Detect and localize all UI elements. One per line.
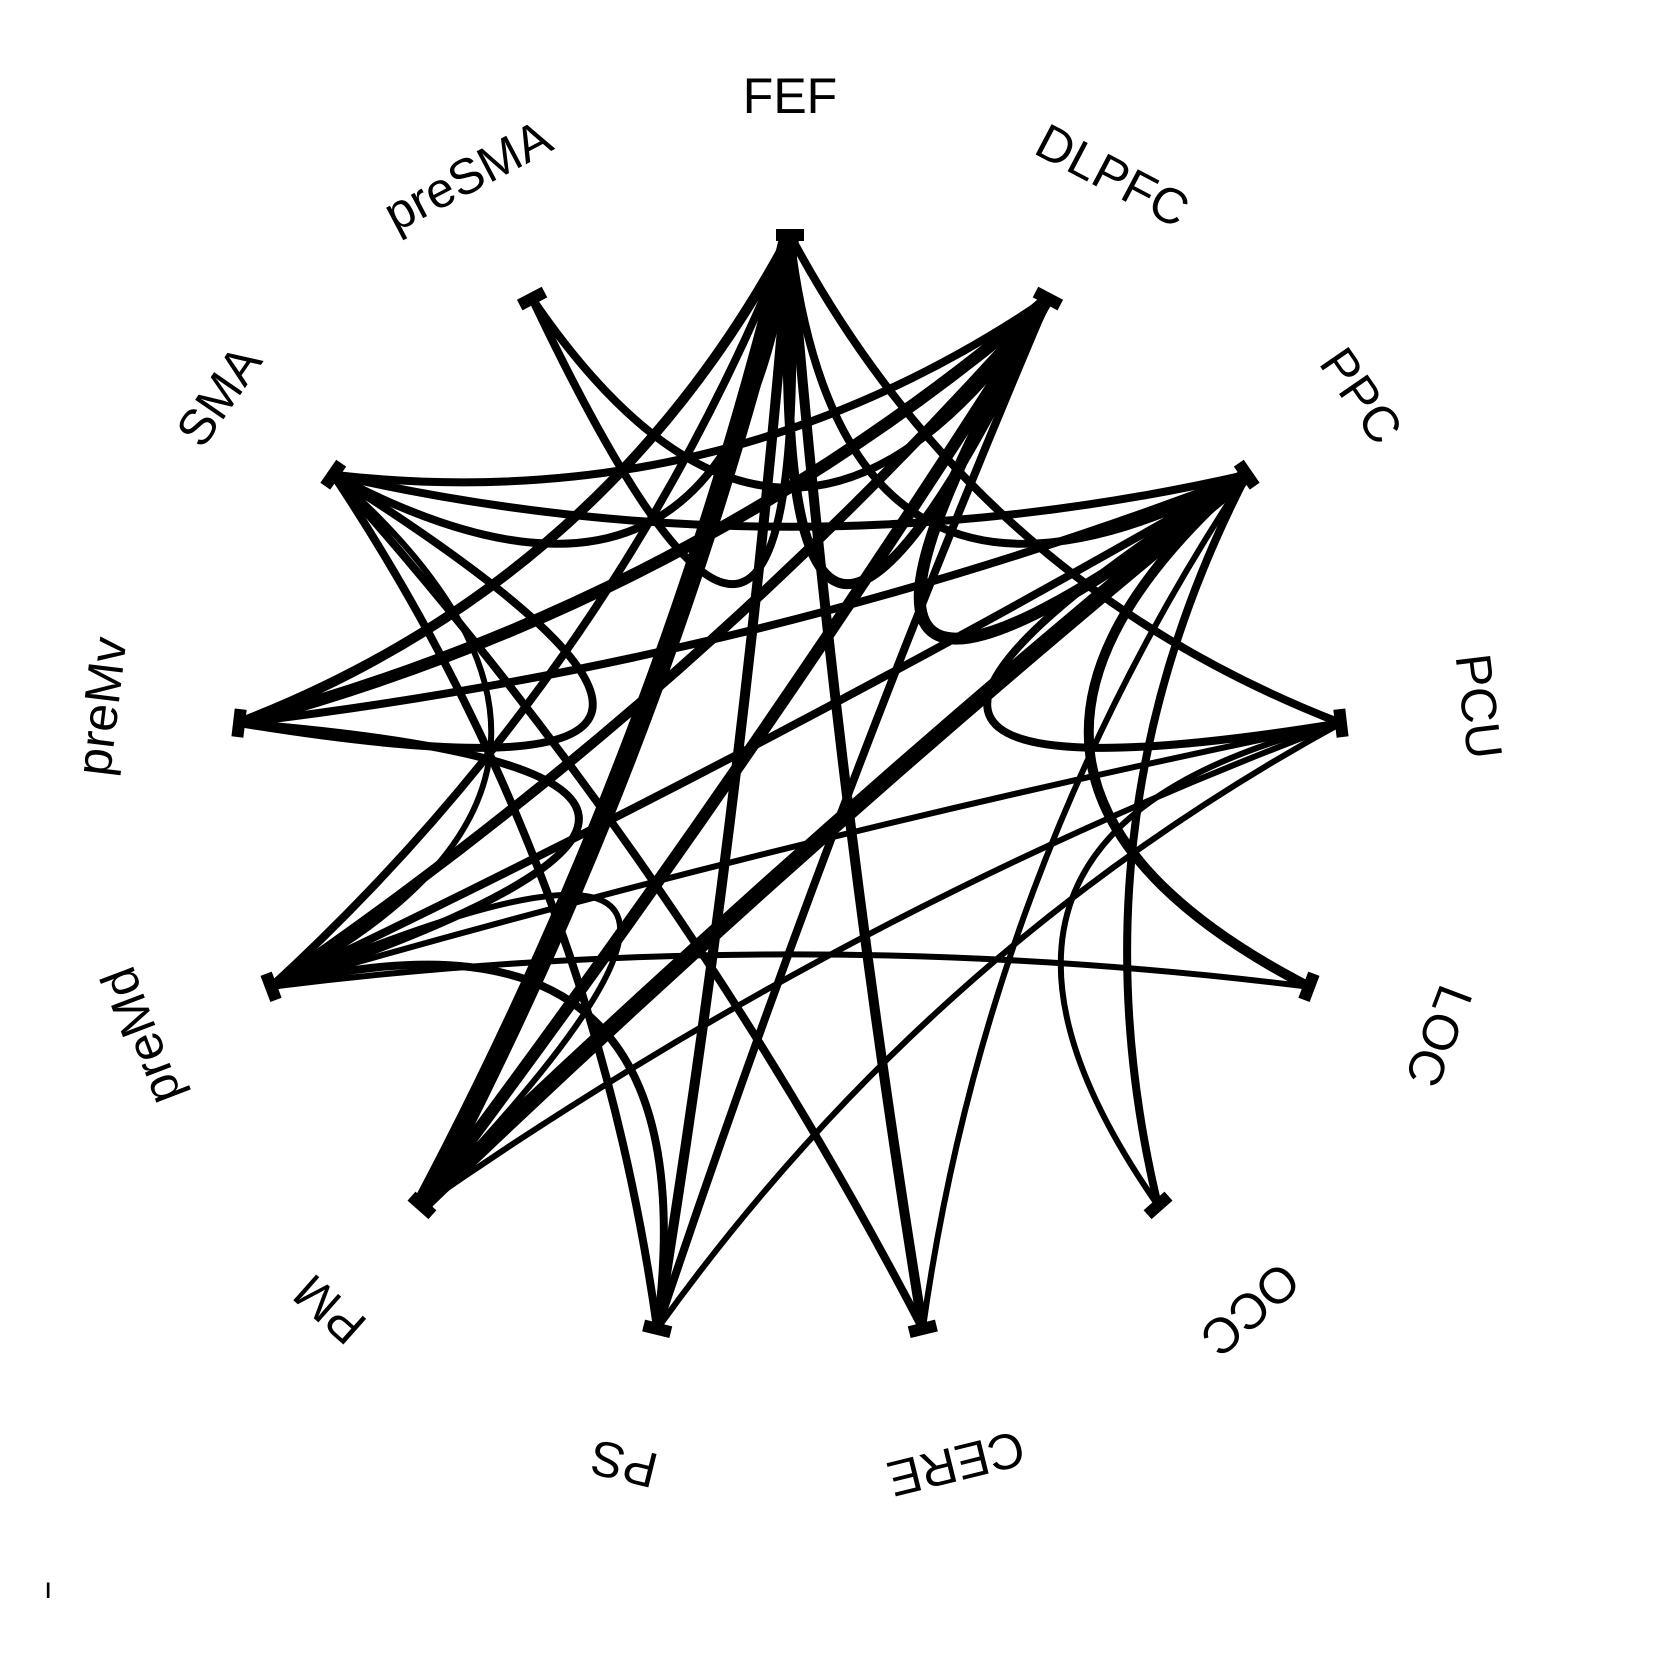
- node-label-preSMA: preSMA: [375, 109, 562, 243]
- edge-PCU-PM: [420, 720, 1343, 1208]
- edge-FEF-preSMA: [528, 234, 797, 589]
- edge-PPC-preMd: [269, 471, 1249, 991]
- node-bars: [231, 229, 1349, 1339]
- node-label-preMv: preMv: [65, 634, 137, 779]
- edge-PPC-OCC: [1123, 472, 1251, 1207]
- edge-PPC-PM: [416, 468, 1252, 1212]
- node-marker-CERE: [907, 1319, 938, 1339]
- node-marker-SMA: [320, 459, 347, 490]
- edge-LOC-preMd: [270, 951, 1310, 990]
- node-label-PCU: PCU: [1445, 651, 1513, 763]
- edge-SMA-PS: [329, 472, 662, 1330]
- node-label-DLPFC: DLPFC: [1027, 113, 1198, 239]
- node-label-preMd: preMd: [90, 960, 193, 1112]
- node-label-OCC: OCC: [1190, 1252, 1310, 1368]
- node-marker-preSMA: [516, 286, 548, 311]
- edge-DLPFC-preMv: [237, 294, 1052, 729]
- edge-PPC-PCU: [983, 471, 1342, 752]
- edge-PCU-preMd: [270, 720, 1342, 990]
- node-label-SMA: SMA: [165, 335, 273, 457]
- node-label-LOC: LOC: [1394, 978, 1483, 1094]
- edge-DLPFC-SMA: [332, 295, 1051, 487]
- node-marker-LOC: [1298, 971, 1320, 1003]
- node-marker-PM: [407, 1191, 437, 1220]
- edge-SMA-CERE: [330, 472, 927, 1331]
- edge-FEF-CERE: [785, 234, 928, 1330]
- edge-PPC-CERE: [919, 473, 1250, 1330]
- node-label-CERE: CERE: [882, 1420, 1030, 1508]
- edge-PPC-SMA: [332, 470, 1248, 531]
- edge-FEF-PM: [413, 232, 800, 1211]
- edge-PPC-preMv: [238, 470, 1249, 728]
- connection-edges: [237, 232, 1343, 1331]
- edge-PCU-PS: [654, 720, 1343, 1331]
- edge-preMd-PS: [270, 960, 668, 1330]
- edge-FEF-PCU: [786, 233, 1343, 727]
- node-label-PPC: PPC: [1309, 338, 1413, 454]
- node-label-PS: PS: [585, 1428, 663, 1498]
- edge-FEF-preMd: [268, 233, 794, 990]
- edge-FEF-PS: [652, 234, 795, 1330]
- footer-mark: ı: [44, 1572, 52, 1605]
- node-marker-DLPFC: [1032, 286, 1064, 311]
- node-marker-preMv: [231, 708, 247, 738]
- node-label-PM: PM: [283, 1264, 376, 1356]
- edge-DLPFC-preMd: [268, 295, 1052, 991]
- node-marker-PCU: [1333, 708, 1349, 738]
- node-marker-PS: [642, 1319, 673, 1339]
- edge-preMd-PM: [269, 891, 624, 1208]
- node-marker-preMd: [260, 971, 282, 1003]
- node-marker-OCC: [1143, 1191, 1173, 1220]
- node-marker-PPC: [1233, 459, 1260, 490]
- edge-DLPFC-PM: [417, 295, 1053, 1210]
- edge-FEF-preMv: [237, 232, 795, 728]
- node-label-FEF: FEF: [743, 68, 837, 124]
